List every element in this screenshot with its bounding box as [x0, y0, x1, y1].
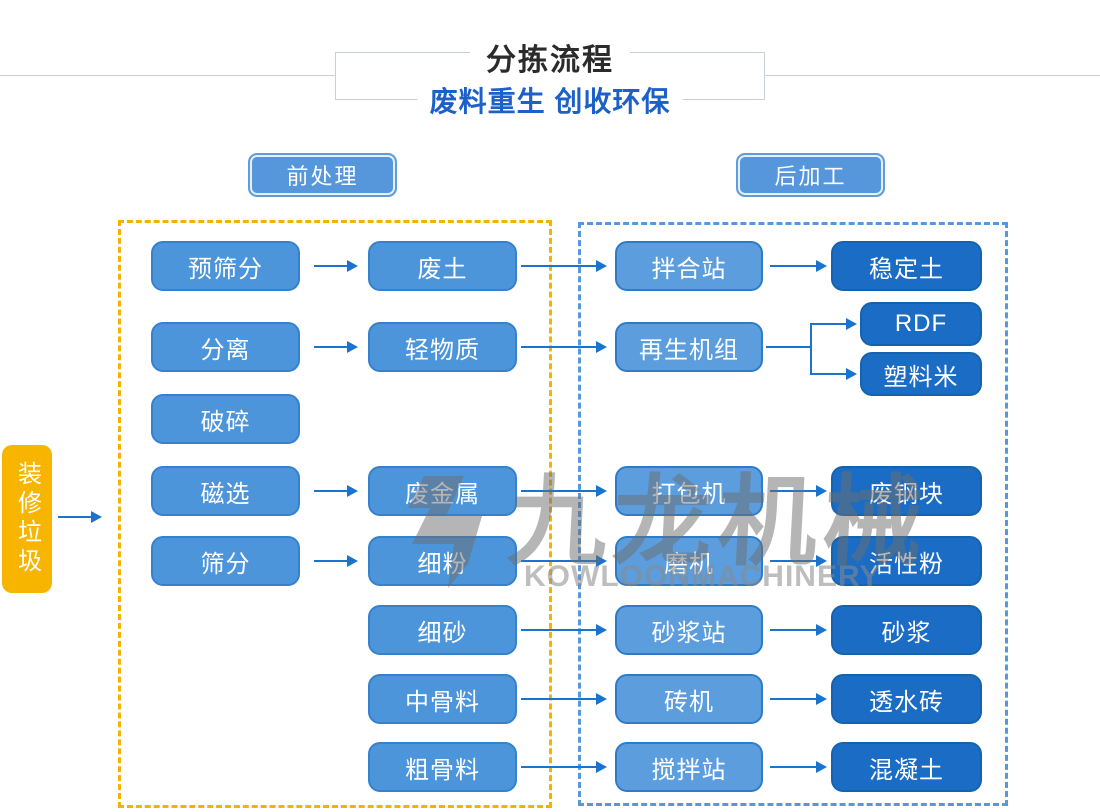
node-mill: 磨机: [615, 536, 763, 586]
page-title: 分拣流程: [470, 35, 630, 79]
node-plastic-pellets: 塑料米: [860, 352, 982, 396]
page-subtitle: 废料重生 创收环保: [417, 80, 683, 120]
flow-arrow: [770, 624, 827, 636]
panel-postprocessing: [578, 222, 1008, 806]
node-stabilized-soil: 稳定土: [831, 241, 982, 291]
flow-arrow: [314, 341, 358, 353]
node-mortar-station: 砂浆站: [615, 605, 763, 655]
node-regeneration-unit: 再生机组: [615, 322, 763, 372]
node-mixing-station: 搅拌站: [615, 742, 763, 792]
flow-arrow: [314, 555, 358, 567]
node-concrete: 混凝土: [831, 742, 982, 792]
node-magnetic-separation: 磁选: [151, 466, 300, 516]
node-baler: 打包机: [615, 466, 763, 516]
node-crushing: 破碎: [151, 394, 300, 444]
node-pre-screening: 预筛分: [151, 241, 300, 291]
node-waste-soil: 废土: [368, 241, 517, 291]
node-coarse-aggregate: 粗骨料: [368, 742, 517, 792]
node-fine-powder: 细粉: [368, 536, 517, 586]
node-screening: 筛分: [151, 536, 300, 586]
flow-arrow: [770, 485, 827, 497]
flow-arrow-cross: [521, 624, 607, 636]
node-scrap-metal: 废金属: [368, 466, 517, 516]
node-fine-sand: 细砂: [368, 605, 517, 655]
flow-arrow: [770, 260, 827, 272]
node-brick-machine: 砖机: [615, 674, 763, 724]
flow-arrow-cross: [521, 341, 607, 353]
node-rdf: RDF: [860, 302, 982, 346]
flow-arrow-branch: [812, 318, 857, 330]
flow-arrow: [770, 555, 827, 567]
flow-arrow-cross: [521, 260, 607, 272]
flow-arrow: [770, 761, 827, 773]
node-scrap-steel-block: 废钢块: [831, 466, 982, 516]
flow-arrow-branch: [812, 368, 857, 380]
node-light-material: 轻物质: [368, 322, 517, 372]
flow-arrow: [314, 260, 358, 272]
node-mixing-plant: 拌合站: [615, 241, 763, 291]
flow-arrow: [314, 485, 358, 497]
title-rule-left: [0, 75, 335, 76]
flow-arrow-cross: [521, 761, 607, 773]
panel-preprocessing: [118, 220, 552, 808]
flow-arrow-cross: [521, 693, 607, 705]
section-postprocessing: 后加工: [736, 153, 885, 197]
node-permeable-brick: 透水砖: [831, 674, 982, 724]
node-renovation-waste: 装修垃圾: [2, 445, 52, 593]
flow-arrow-cross: [521, 555, 607, 567]
node-medium-aggregate: 中骨料: [368, 674, 517, 724]
section-preprocessing: 前处理: [248, 153, 397, 197]
flow-arrow-source: [58, 511, 102, 523]
node-mortar: 砂浆: [831, 605, 982, 655]
title-rule-right: [765, 75, 1100, 76]
branch-connector-line: [810, 323, 812, 375]
branch-connector-line: [766, 346, 812, 348]
flow-arrow-cross: [521, 485, 607, 497]
node-separation: 分离: [151, 322, 300, 372]
flow-arrow: [770, 693, 827, 705]
node-active-powder: 活性粉: [831, 536, 982, 586]
